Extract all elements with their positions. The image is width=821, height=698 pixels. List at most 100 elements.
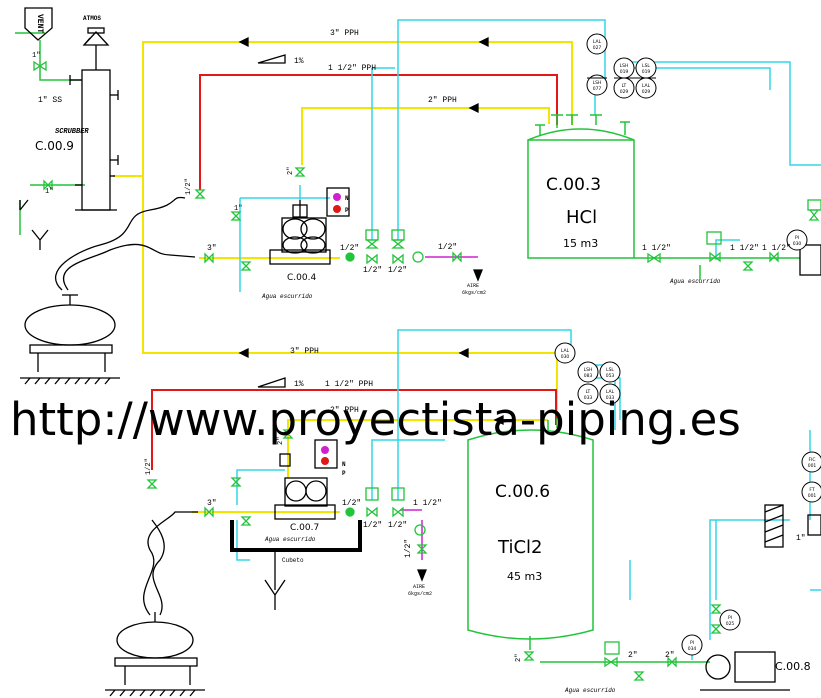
svg-text:019: 019: [620, 69, 629, 75]
inst-pi-3: [719, 609, 741, 631]
pct-top: 1%: [294, 57, 304, 66]
svg-text:030: 030: [561, 354, 570, 360]
cyan-lines: [236, 19, 821, 660]
vent-tag: VENT: [35, 14, 44, 33]
svg-text:033: 033: [584, 395, 593, 401]
texts: VENT ATMOS SCRUBBER C.00.9 1" SS 1" 1" 1…: [32, 14, 811, 694]
inst-lsl-2: [599, 361, 621, 383]
svg-text:LSH: LSH: [620, 63, 629, 69]
svg-text:LAL: LAL: [561, 348, 570, 354]
yellow-lines: [113, 41, 573, 513]
svg-text:N: N: [342, 461, 346, 468]
tank2-content: TiCl2: [497, 537, 542, 558]
inst-lal-2b: [599, 383, 621, 405]
tank2-tag: C.00.6: [495, 482, 550, 502]
svg-text:2": 2": [515, 654, 523, 662]
svg-text:PI: PI: [728, 615, 732, 621]
inst-lt-2: [577, 383, 599, 405]
svg-text:2": 2": [287, 167, 295, 175]
pump-c008-body: [734, 651, 776, 683]
cubeto: Cubeto: [282, 557, 304, 564]
svg-text:3": 3": [207, 499, 217, 508]
svg-text:LAL: LAL: [642, 83, 651, 89]
red-lines: [151, 74, 558, 470]
svg-text:LT: LT: [622, 83, 627, 89]
svg-text:LT: LT: [586, 389, 591, 395]
svg-text:6kgs/cm2: 6kgs/cm2: [408, 591, 432, 597]
svg-text:1": 1": [796, 534, 806, 543]
svg-text:1 1/2": 1 1/2": [642, 244, 671, 253]
pump2-tag: C.00.7: [290, 523, 319, 533]
pph112-top: 1 1/2" PPH: [328, 64, 376, 73]
svg-text:6kgs/cm2: 6kgs/cm2: [462, 290, 486, 296]
svg-text:N: N: [345, 195, 349, 202]
pump1-tag: C.00.4: [287, 273, 316, 283]
svg-text:LSL: LSL: [606, 367, 614, 373]
agua2: Agua escurrido: [264, 536, 316, 543]
agua3: Agua escurrido: [564, 687, 616, 694]
svg-text:001: 001: [808, 493, 817, 499]
svg-text:033: 033: [606, 395, 615, 401]
svg-text:019: 019: [642, 69, 651, 75]
svg-text:083: 083: [584, 373, 593, 379]
inst-lal-027: [586, 33, 608, 55]
svg-text:LSL: LSL: [642, 63, 650, 69]
pct-mid: 1%: [294, 380, 304, 389]
inst-lsh-077: [586, 74, 608, 96]
svg-text:LSH: LSH: [593, 80, 602, 86]
tank-c006: [467, 429, 594, 640]
svg-text:2": 2": [628, 651, 638, 660]
watermark-url[interactable]: http://www.proyectista-piping.es: [10, 393, 741, 446]
svg-text:1/2": 1/2": [340, 244, 359, 253]
container-lower: [116, 621, 194, 659]
svg-text:025: 025: [726, 621, 735, 627]
svg-text:P: P: [342, 470, 346, 477]
tank1-tag: C.00.3: [546, 175, 601, 195]
instruments: [554, 33, 821, 656]
svg-text:2": 2": [665, 651, 675, 660]
inst-lal-2: [554, 342, 576, 364]
svg-text:034: 034: [688, 646, 697, 652]
svg-text:1/2": 1/2": [388, 266, 407, 275]
svg-text:1 1/2": 1 1/2": [730, 244, 759, 253]
atmos-label: ATMOS: [83, 15, 101, 22]
svg-text:1 1/2": 1 1/2": [762, 244, 791, 253]
tank2-vol: 45 m3: [507, 570, 542, 583]
svg-text:AIRE: AIRE: [467, 283, 479, 289]
svg-text:077: 077: [593, 86, 602, 92]
svg-text:029: 029: [642, 89, 651, 95]
pipe-1ss: 1" SS: [38, 96, 62, 105]
svg-text:1/2": 1/2": [363, 266, 382, 275]
inst-fic-2: [801, 451, 821, 473]
tank1-content: HCl: [566, 207, 597, 228]
svg-text:1/2": 1/2": [363, 521, 382, 530]
bund-cubeto: [230, 520, 362, 552]
inst-pi-2: [681, 634, 703, 656]
agua1: Agua escurrido: [261, 293, 313, 300]
pph3-mid: 3" PPH: [290, 347, 319, 356]
pph2-top: 2" PPH: [428, 96, 457, 105]
svg-text:1/2": 1/2": [438, 243, 457, 252]
svg-text:1/2": 1/2": [388, 521, 407, 530]
container-upper: [24, 304, 116, 346]
svg-text:1/2": 1/2": [145, 458, 153, 475]
pph112-mid: 1 1/2" PPH: [325, 380, 373, 389]
scrubber-label: SCRUBBER: [55, 128, 89, 136]
inst-pi-030: [786, 229, 808, 251]
pump-c004-body: [269, 249, 331, 265]
svg-text:1/2": 1/2": [342, 499, 361, 508]
svg-text:053: 053: [606, 373, 615, 379]
svg-text:1": 1": [234, 205, 242, 213]
svg-text:AIRE: AIRE: [413, 584, 425, 590]
svg-text:1": 1": [32, 52, 40, 60]
tank1-vol: 15 m3: [563, 237, 598, 250]
agua1b: Agua escurrido: [669, 278, 721, 285]
svg-text:1/2": 1/2": [185, 178, 193, 195]
svg-text:FT: FT: [809, 487, 815, 493]
valves: [33, 60, 821, 681]
svg-text:FIC: FIC: [808, 457, 815, 463]
svg-text:1": 1": [45, 188, 53, 196]
black-structure: [19, 7, 821, 697]
